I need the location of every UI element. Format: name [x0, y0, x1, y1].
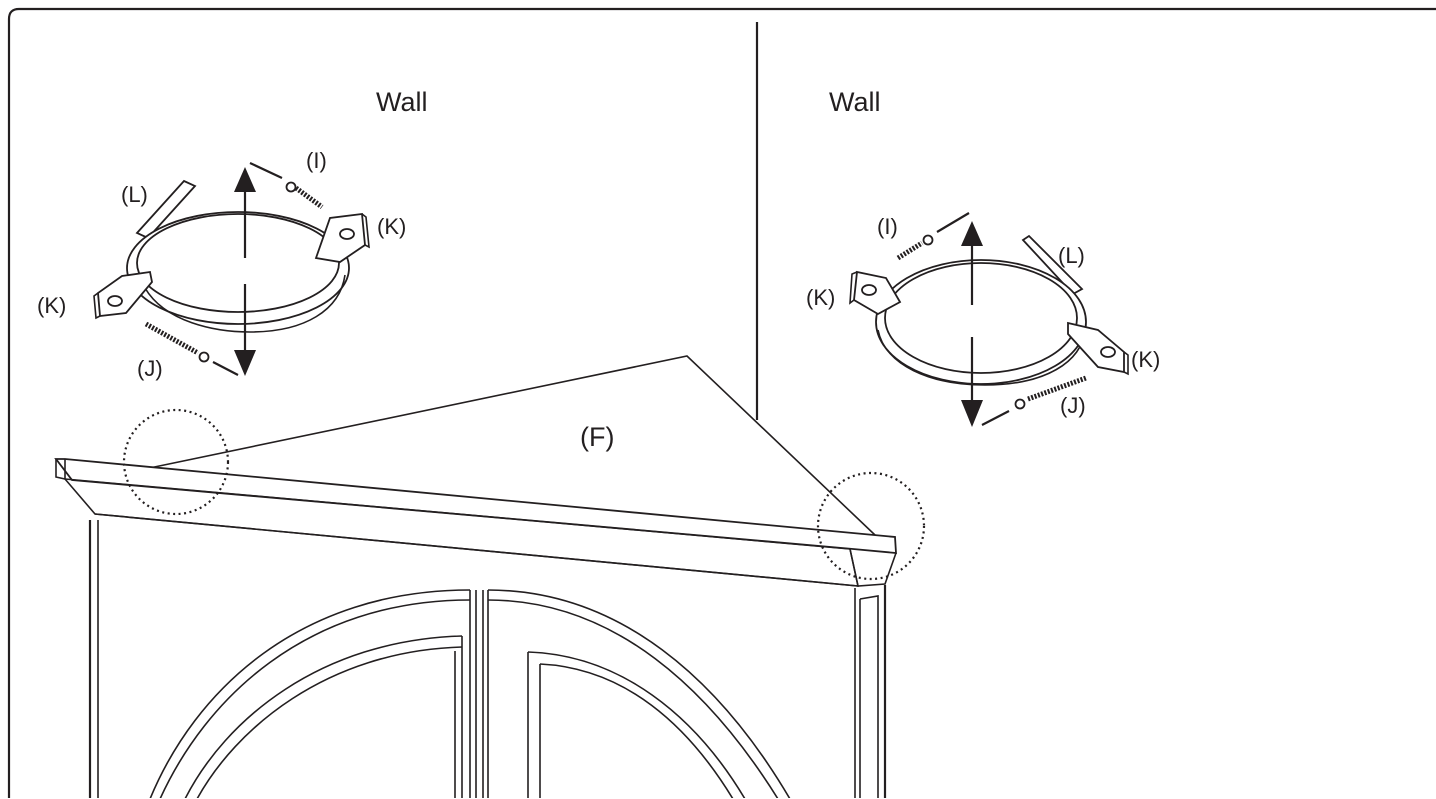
arrow-down-left	[234, 284, 256, 376]
detail-circle-right	[816, 471, 926, 581]
label-i-right: (I)	[877, 214, 898, 239]
right-bracket-assembly	[849, 212, 1129, 427]
label-k-left-left: (K)	[37, 293, 66, 318]
screw-j-right	[981, 375, 1087, 426]
label-wall-left: Wall	[376, 87, 428, 117]
ring-bracket-right	[875, 259, 1087, 386]
label-l-right: (L)	[1058, 243, 1085, 268]
ring-bracket-left	[126, 211, 350, 333]
cabinet-body	[88, 520, 887, 798]
label-j-left: (J)	[137, 356, 163, 381]
screw-i-left	[249, 162, 324, 210]
label-k-right-right: (K)	[1131, 347, 1160, 372]
label-j-right: (J)	[1060, 393, 1086, 418]
label-wall-right: Wall	[829, 87, 881, 117]
bracket-tab-k-left	[93, 270, 153, 320]
arrow-up-right	[961, 221, 983, 305]
bracket-tab-k-right	[314, 212, 370, 263]
bracket-tab-k-left-r	[849, 270, 902, 316]
frame-border	[7, 7, 1436, 798]
screw-j-left	[144, 321, 239, 376]
label-panel-f: (F)	[580, 422, 614, 452]
screw-i-right	[896, 212, 970, 261]
bracket-tab-k-right-r	[1067, 321, 1129, 376]
detail-circle-left	[122, 408, 230, 516]
right-door	[487, 589, 791, 798]
label-k-left-right: (K)	[806, 285, 835, 310]
label-l-left: (L)	[121, 182, 148, 207]
top-panel-f	[139, 355, 876, 536]
strap-l-right	[1021, 234, 1084, 296]
arrow-up-left	[234, 167, 256, 258]
label-i-left: (I)	[306, 148, 327, 173]
left-door	[149, 589, 471, 798]
left-bracket-assembly	[93, 162, 370, 376]
arrow-down-right	[961, 337, 983, 427]
crown-molding	[54, 458, 897, 587]
label-k-right-left: (K)	[377, 214, 406, 239]
